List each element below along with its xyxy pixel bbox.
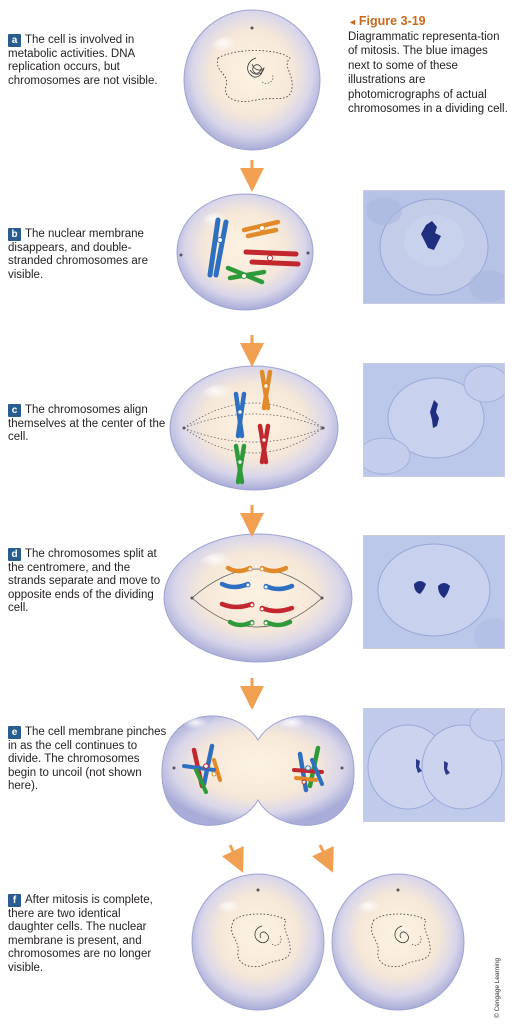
micrograph-c	[363, 363, 505, 477]
step-badge: b	[8, 228, 21, 241]
cell-f-right	[331, 873, 465, 1011]
micrograph-b	[363, 190, 505, 304]
step-badge: f	[8, 894, 21, 907]
cell-a	[183, 9, 321, 151]
chromatids-right-d	[259, 565, 295, 628]
chromatids-left-d	[219, 565, 255, 628]
step-badge: a	[8, 34, 21, 47]
spindle-fibers-c	[183, 402, 324, 454]
figure-title: ◄Figure 3-19	[348, 14, 508, 30]
arrow-e-f-right	[312, 844, 334, 873]
cell-d	[163, 533, 353, 663]
step-text: The chromosomes align themselves at the …	[8, 404, 166, 443]
chromosome-blue-c	[233, 391, 247, 439]
chromosome-red-b	[243, 249, 301, 267]
step-text: The cell membrane pinches in as the cell…	[8, 726, 167, 792]
chromosome-cluster-left-e	[182, 743, 222, 794]
figure-number: Figure 3-19	[358, 14, 426, 28]
cell-c	[169, 365, 339, 491]
arrow-e-f-left	[222, 844, 244, 873]
micrograph-d	[363, 535, 505, 649]
step-text: After mitosis is complete, there are two…	[8, 894, 153, 974]
spindle-fibers-d	[191, 568, 323, 628]
chromosome-green-c	[233, 443, 247, 485]
step-badge: d	[8, 548, 21, 561]
chromosome-orange-c	[259, 369, 273, 411]
step-badge: c	[8, 404, 21, 417]
figure-caption: ◄Figure 3-19 Diagrammatic representa-tio…	[348, 14, 508, 117]
step-text: The nuclear membrane disappears, and dou…	[8, 228, 148, 281]
micrograph-e	[363, 708, 505, 822]
arrows	[222, 160, 334, 873]
step-text: The cell is involved in metabolic activi…	[8, 34, 158, 87]
cell-b	[176, 193, 314, 311]
chromosome-red-c	[257, 423, 271, 465]
cell-e	[161, 715, 355, 826]
chromosome-cluster-right-e	[292, 745, 324, 793]
left-triangle-icon: ◄	[348, 17, 357, 27]
step-text: The chromosomes split at the centromere,…	[8, 548, 161, 614]
step-badge: e	[8, 726, 21, 739]
copyright-credit: © Cengage Learning	[494, 957, 501, 1018]
cell-f-left	[191, 873, 325, 1011]
chromosome-orange-b	[241, 219, 281, 239]
chromosome-blue-b	[207, 217, 229, 278]
chromosome-green-b	[225, 265, 267, 285]
caption-text: Diagrammatic representa-tion of mitosis.…	[348, 30, 508, 116]
